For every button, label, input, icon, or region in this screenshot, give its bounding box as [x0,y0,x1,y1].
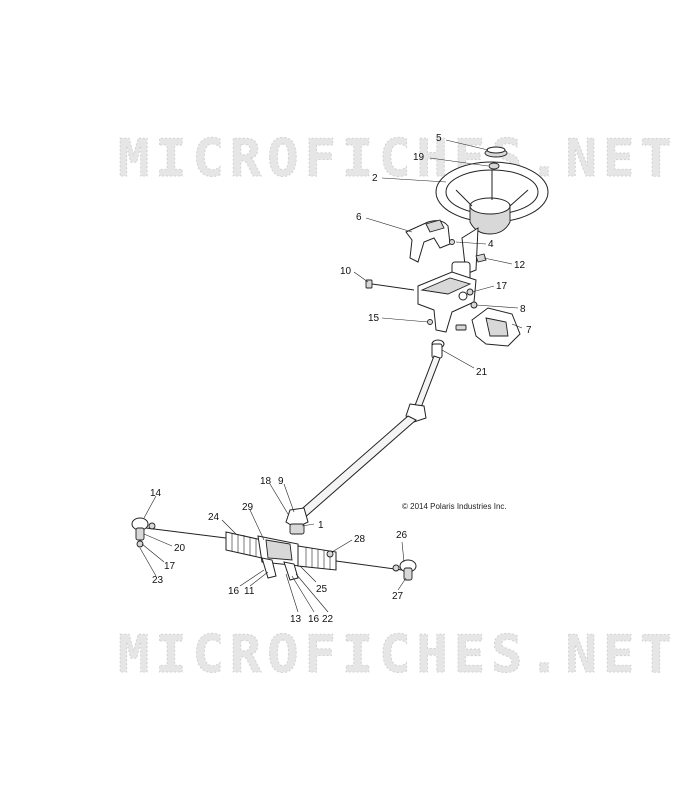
callout-5: 5 [436,133,442,144]
copyright-notice: © 2014 Polaris Industries Inc. [402,502,507,511]
callout-28: 28 [354,534,366,545]
steering-wheel [435,161,549,235]
lower-cover [471,307,521,347]
callout-7: 7 [526,325,532,336]
column-bracket [417,271,477,333]
callout-11: 11 [244,586,255,597]
callout-1: 1 [318,520,324,531]
horn-cap [484,146,508,158]
callout-13: 13 [290,614,302,625]
clip-12 [475,253,487,263]
callout-8: 8 [520,304,526,315]
callout-20: 20 [174,543,186,554]
callout-4: 4 [488,239,494,250]
callout-18: 18 [260,476,272,487]
upper-cover [405,219,451,263]
leader-lines [139,139,523,613]
callout-17-lower: 17 [164,561,176,572]
callout-10: 10 [340,266,352,277]
callout-27: 27 [392,591,404,602]
callout-2: 2 [372,173,378,184]
bolt-bracket [455,324,467,331]
tie-rod-end-right [392,559,417,581]
callout-29: 29 [242,502,254,513]
callout-25: 25 [316,584,328,595]
steering-rack [145,527,403,581]
nut [488,162,500,170]
u-joint-lower [285,507,309,535]
callout-16-right: 16 [308,614,320,625]
bolt-15 [427,319,433,325]
callout-24: 24 [208,512,220,523]
callout-21: 21 [476,367,488,378]
intermediate-shaft [295,339,445,521]
callout-9: 9 [278,476,284,487]
jam-nut-28 [326,550,334,558]
callout-14: 14 [150,488,162,499]
callout-22: 22 [322,614,334,625]
callout-12: 12 [514,260,526,271]
callout-26: 26 [396,530,408,541]
callout-23: 23 [152,575,164,586]
callout-6: 6 [356,212,362,223]
tie-rod-end-left [131,517,156,548]
bolt-long [365,279,415,291]
watermark-bottom: MICROFICHES.NET [118,625,676,685]
callouts: 5 19 2 6 4 12 10 17 8 7 15 21 18 9 1 29 … [150,133,532,625]
callout-19: 19 [413,152,425,163]
washer-4 [449,239,455,245]
callout-17-upper: 17 [496,281,508,292]
callout-15: 15 [368,313,380,324]
callout-16-left: 16 [228,586,240,597]
watermark-top: MICROFICHES.NET [118,129,676,189]
